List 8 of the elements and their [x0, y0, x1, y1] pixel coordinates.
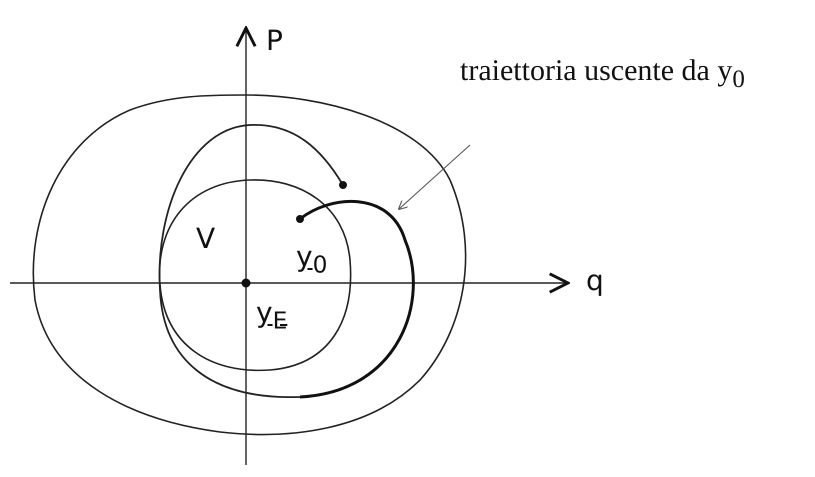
trajectory-curve [158, 124, 415, 398]
leader-line [398, 144, 470, 210]
annotation-text: traiettoria uscente da y$_{0}$ [460, 54, 745, 94]
region-label: V [196, 222, 216, 255]
point-label: y$_{0}$ [296, 240, 328, 279]
point-label: y$_{E}$ [256, 296, 288, 335]
axis-label: q [586, 264, 604, 297]
axis-label: P [266, 24, 283, 57]
